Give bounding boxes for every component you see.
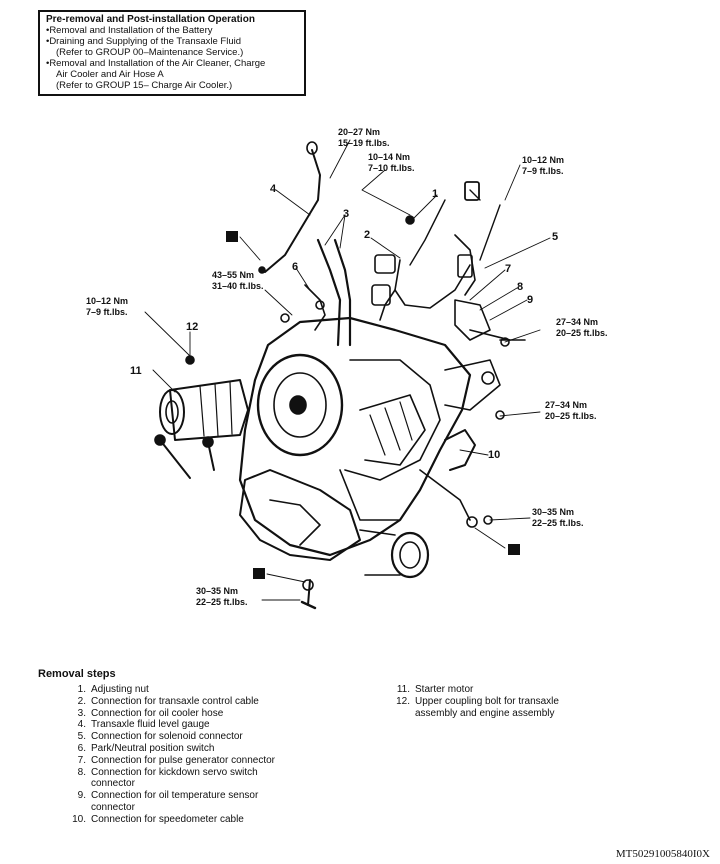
removal-steps-title: Removal steps [38, 668, 116, 680]
marker-square [226, 231, 238, 242]
transaxle-case [238, 316, 472, 557]
torque-spec-nm: 27–34 Nm [545, 400, 587, 410]
list-item: 5.Connection for solenoid connector [77, 731, 243, 743]
list-item: 8.Connection for kickdown servo switch [77, 766, 258, 778]
torque-spec-ftlb: 7–9 ft.lbs. [86, 307, 128, 317]
list-item: 11.Starter motor [396, 684, 474, 695]
callout-9: 9 [527, 294, 533, 306]
starter-motor [169, 379, 249, 441]
callout-2: 2 [364, 229, 370, 241]
callout-11: 11 [130, 365, 142, 377]
callout-7: 7 [505, 263, 511, 275]
speedometer-cable [444, 429, 476, 471]
notice-line: •Removal and Installation of the Air Cle… [46, 58, 266, 69]
control-cable [316, 238, 342, 347]
notice-line: •Draining and Supplying of the Transaxle… [46, 36, 242, 47]
torque-spec-ftlb: 15–19 ft.lbs. [338, 138, 390, 148]
torque-spec-ftlb: 7–10 ft.lbs. [368, 163, 415, 173]
callout-12: 12 [186, 321, 198, 333]
torque-converter [256, 353, 344, 457]
list-item: 4.Transaxle fluid level gauge [77, 719, 210, 731]
torque-spec-ftlb: 31–40 ft.lbs. [212, 281, 264, 291]
callout-5: 5 [552, 231, 558, 243]
list-item: 10.Connection for speedometer cable [72, 813, 244, 825]
torque-spec-ftlb: 7–9 ft.lbs. [522, 166, 564, 176]
callout-3: 3 [343, 208, 349, 220]
list-item: 2.Connection for transaxle control cable [77, 695, 259, 707]
marker-square [253, 568, 265, 579]
callout-10: 10 [488, 449, 500, 461]
fluid-level-gauge [264, 149, 321, 273]
torque-spec-nm: 10–12 Nm [86, 296, 128, 306]
removal-steps-left: 1.Adjusting nut 2.Connection for transax… [66, 684, 275, 826]
marker-square [508, 544, 520, 555]
callout-6: 6 [292, 261, 298, 273]
list-item: 3.Connection for oil cooler hose [77, 707, 224, 719]
notice-line: (Refer to GROUP 00–Maintenance Service.) [56, 47, 244, 58]
list-item-continuation: connector [91, 778, 135, 790]
callout-1: 1 [432, 188, 438, 200]
notice-line: •Removal and Installation of the Battery [46, 25, 213, 36]
removal-steps-right: 11.Starter motor 12.Upper coupling bolt … [390, 684, 559, 719]
list-item-continuation: assembly and engine assembly [415, 707, 555, 719]
list-item: 12.Upper coupling bolt for transaxle [396, 695, 559, 707]
torque-spec-ftlb: 22–25 ft.lbs. [532, 518, 584, 528]
notice-title: Pre-removal and Post-installation Operat… [46, 14, 255, 25]
torque-spec-nm: 30–35 Nm [532, 507, 574, 517]
notice-line: (Refer to GROUP 15– Charge Air Cooler.) [56, 80, 233, 91]
list-item: 1.Adjusting nut [77, 684, 149, 695]
torque-spec-nm: 10–14 Nm [368, 152, 410, 162]
list-item-continuation: connector [91, 801, 135, 813]
pre-removal-notice: Pre-removal and Post-installation Operat… [38, 10, 306, 96]
torque-spec-nm: 20–27 Nm [338, 127, 380, 137]
list-item: 7.Connection for pulse generator connect… [77, 754, 276, 766]
callout-8: 8 [517, 281, 523, 293]
figure-code: MT50291005840I0X [615, 848, 710, 860]
output-flange [390, 531, 430, 579]
torque-spec-ftlb: 20–25 ft.lbs. [545, 411, 597, 421]
torque-spec-nm: 43–55 Nm [212, 270, 254, 280]
torque-spec-nm: 27–34 Nm [556, 317, 598, 327]
notice-line: Air Cooler and Air Hose A [56, 69, 164, 80]
torque-spec-nm: 30–35 Nm [196, 586, 238, 596]
torque-spec-ftlb: 22–25 ft.lbs. [196, 597, 248, 607]
torque-spec-ftlb: 20–25 ft.lbs. [556, 328, 608, 338]
transaxle-exploded-diagram: 1 2 3 4 5 6 7 8 9 10 11 12 20–27 Nm 15–1… [86, 127, 608, 610]
callout-4: 4 [270, 183, 277, 195]
solenoid-harness [409, 189, 501, 266]
torque-spec-nm: 10–12 Nm [522, 155, 564, 165]
list-item: 9.Connection for oil temperature sensor [77, 790, 259, 802]
differential-housing [239, 469, 361, 561]
list-item: 6.Park/Neutral position switch [77, 742, 215, 754]
